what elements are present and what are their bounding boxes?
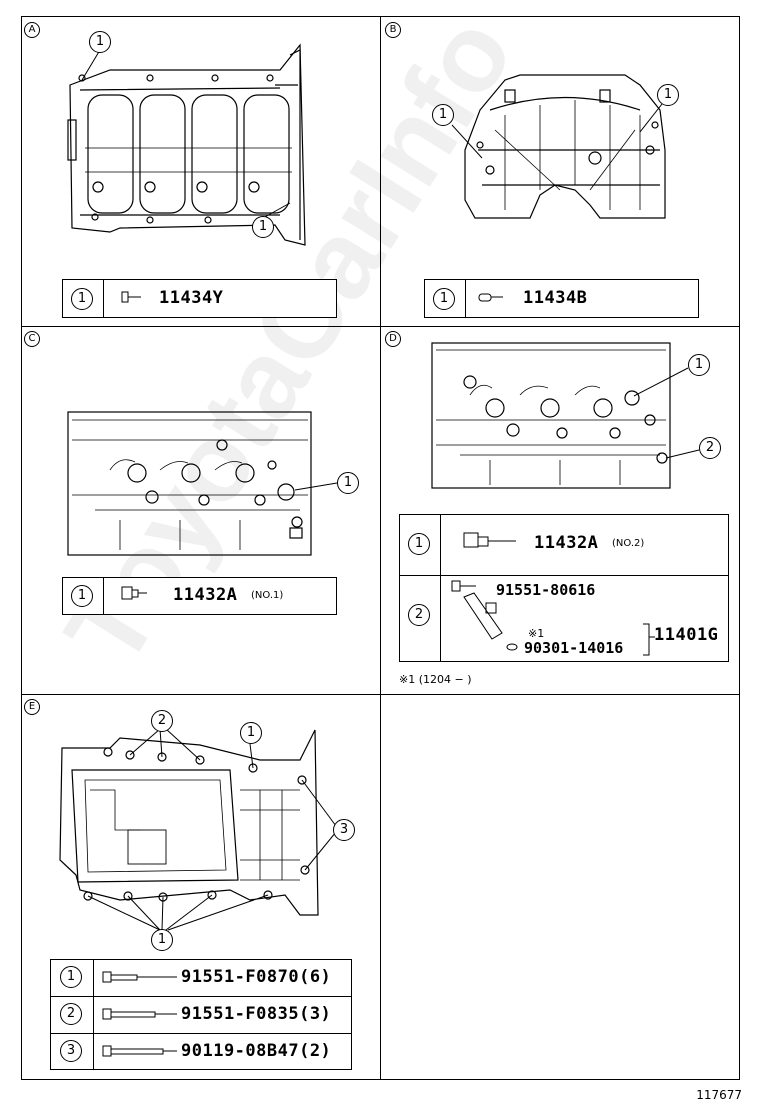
panel-a-part-number: 11434Y bbox=[159, 288, 224, 308]
assembly-bracket bbox=[643, 623, 655, 656]
oil-control-valve-icon bbox=[451, 580, 518, 651]
panel-d-row2-mark: ※1 bbox=[528, 627, 545, 640]
union-bolt-icon bbox=[121, 291, 141, 303]
panel-d-callout-2: 2 bbox=[699, 437, 721, 459]
panel-a-callout-top: 1 bbox=[89, 31, 111, 53]
panel-b-letter: B bbox=[385, 22, 401, 38]
panel-b-callout-right: 1 bbox=[657, 84, 679, 106]
straight-pin-icon bbox=[478, 293, 503, 302]
panel-a-parts-table: 1 11434Y bbox=[62, 279, 337, 318]
figure-number: 117677 bbox=[696, 1088, 742, 1102]
panel-e-row3-part-number: 90119-08B47(2) bbox=[181, 1041, 332, 1061]
stud-bolt-icon bbox=[102, 1045, 177, 1057]
panel-e-row1-num: 1 bbox=[60, 966, 82, 988]
panel-d-callout-1: 1 bbox=[688, 354, 710, 376]
row-divider-2 bbox=[21, 694, 740, 695]
panel-e-letter: E bbox=[24, 699, 40, 715]
panel-e-row2-num: 2 bbox=[60, 1003, 82, 1025]
panel-c-part-note: (NO.1) bbox=[251, 590, 284, 601]
panel-b-part-number: 11434B bbox=[523, 288, 588, 308]
panel-d-letter: D bbox=[385, 331, 401, 347]
plug-icon bbox=[463, 532, 516, 548]
panel-e-parts-table: 1 91551-F0870(6) 2 91551-F0835(3) 3 9011… bbox=[50, 959, 352, 1070]
plug-icon bbox=[121, 586, 147, 600]
panel-d-row2-part-b: 90301-14016 bbox=[524, 639, 624, 657]
row-divider-1 bbox=[21, 326, 740, 327]
panel-e-callout-1-bottom: 1 bbox=[151, 929, 173, 951]
panel-e-callout-2: 2 bbox=[151, 710, 173, 732]
panel-c-parts-table: 1 11432A (NO.1) bbox=[62, 577, 337, 615]
panel-c-row-num: 1 bbox=[71, 585, 93, 607]
panel-a-letter: A bbox=[24, 22, 40, 38]
panel-d-row1-num: 1 bbox=[408, 533, 430, 555]
center-divider bbox=[380, 16, 381, 1080]
panel-b-parts-table: 1 11434B bbox=[424, 279, 699, 318]
panel-e-callout-3: 3 bbox=[333, 819, 355, 841]
panel-c-callout: 1 bbox=[337, 472, 359, 494]
panel-d-row2-assembly: 11401G bbox=[654, 625, 719, 645]
panel-b-callout-left: 1 bbox=[432, 104, 454, 126]
panel-e-callout-1-top: 1 bbox=[240, 722, 262, 744]
panel-e-row1-part-number: 91551-F0870(6) bbox=[181, 967, 332, 987]
panel-d-footnote: ※1 (1204 − ) bbox=[399, 673, 472, 686]
panel-d-row1-part-note: (NO.2) bbox=[612, 538, 645, 549]
panel-a-row-num: 1 bbox=[71, 288, 93, 310]
bolt-icon bbox=[102, 1008, 177, 1020]
panel-d-row2-num: 2 bbox=[408, 604, 430, 626]
panel-c-part-number: 11432A bbox=[173, 585, 238, 605]
panel-b-row-num: 1 bbox=[433, 288, 455, 310]
panel-c-letter: C bbox=[24, 331, 40, 347]
bolt-icon bbox=[102, 971, 177, 983]
panel-e-row3-num: 3 bbox=[60, 1040, 82, 1062]
panel-d-parts-table: 1 11432A (NO.2) 2 91551-80616 ※1 90301-1… bbox=[399, 514, 729, 662]
panel-e-row2-part-number: 91551-F0835(3) bbox=[181, 1004, 332, 1024]
panel-d-row1-part-number: 11432A bbox=[534, 533, 599, 553]
panel-a-callout-bottom: 1 bbox=[252, 216, 274, 238]
panel-d-row2-part-a: 91551-80616 bbox=[496, 581, 596, 599]
